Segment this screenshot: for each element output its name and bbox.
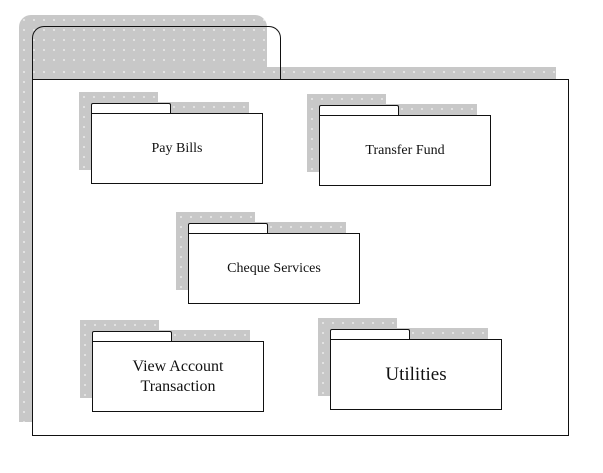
package-tab-shadow <box>307 94 386 106</box>
package-body: Utilities <box>330 339 502 410</box>
package-tab-shadow <box>79 92 158 104</box>
package-label: View Account Transaction <box>132 357 223 397</box>
package-label-line: Cheque Services <box>227 260 321 276</box>
package-label: Cheque Services <box>227 260 321 278</box>
package-body: Pay Bills <box>91 113 263 184</box>
package-tab-shadow <box>318 318 397 330</box>
package-label: Pay Bills <box>152 140 203 158</box>
package-tab-shadow <box>176 212 255 224</box>
package-tab-shadow <box>80 320 159 332</box>
package-body: Transfer Fund <box>319 115 491 186</box>
package-label-line: View Account <box>132 357 224 375</box>
package-label-line: Pay Bills <box>151 140 203 156</box>
package-label-line: Transaction <box>140 377 216 395</box>
package-tab <box>330 329 410 341</box>
package-label: Utilities <box>385 364 446 386</box>
outer-package-tab <box>32 26 281 81</box>
package-tab <box>92 331 172 343</box>
package-body: View Account Transaction <box>92 341 264 412</box>
package-label-line: Transfer Fund <box>365 142 445 158</box>
outer-package-tab-shadow <box>19 15 267 73</box>
package-body: Cheque Services <box>188 233 360 304</box>
package-label: Transfer Fund <box>365 142 444 160</box>
package-tab <box>91 103 171 115</box>
package-tab <box>319 105 399 117</box>
package-tab <box>188 223 268 235</box>
package-label-line: Utilities <box>385 363 447 385</box>
